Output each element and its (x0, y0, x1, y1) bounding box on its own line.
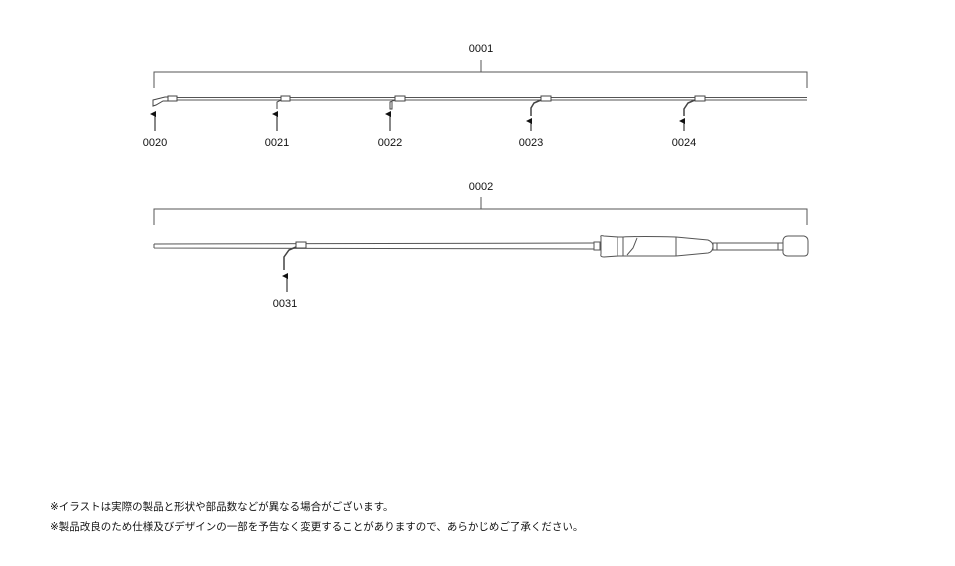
label-0021: 0021 (265, 137, 289, 149)
label-0022: 0022 (378, 137, 402, 149)
label-0023: 0023 (519, 137, 543, 149)
label-0031: 0031 (273, 298, 297, 310)
disclaimer-illustration: ※イラストは実際の製品と形状や部品数などが異なる場合がございます。 (50, 501, 394, 513)
tip-section-blank (165, 97, 807, 101)
butt-section-blank (153, 242, 597, 250)
label-0020: 0020 (143, 137, 167, 149)
disclaimer-spec-change: ※製品改良のため仕様及びデザインの一部を予告なく変更することがありますので、あら… (50, 521, 584, 533)
label-0002: 0002 (469, 181, 493, 193)
guide-0020 (152, 95, 178, 107)
assembly-0001: 0001 0020 0021 0022 0023 0024 (143, 43, 808, 149)
reel-seat-handle (593, 235, 809, 258)
guide-0024 (683, 95, 706, 116)
guide-0022 (389, 95, 406, 110)
label-0024: 0024 (672, 137, 696, 149)
guide-0023 (530, 95, 552, 116)
bracket-0001 (153, 60, 808, 88)
bracket-0002 (153, 197, 808, 225)
assembly-0002: 0002 0031 (153, 181, 809, 310)
label-0001: 0001 (469, 43, 493, 55)
guide-0021 (276, 95, 291, 109)
guide-0031 (283, 241, 307, 270)
